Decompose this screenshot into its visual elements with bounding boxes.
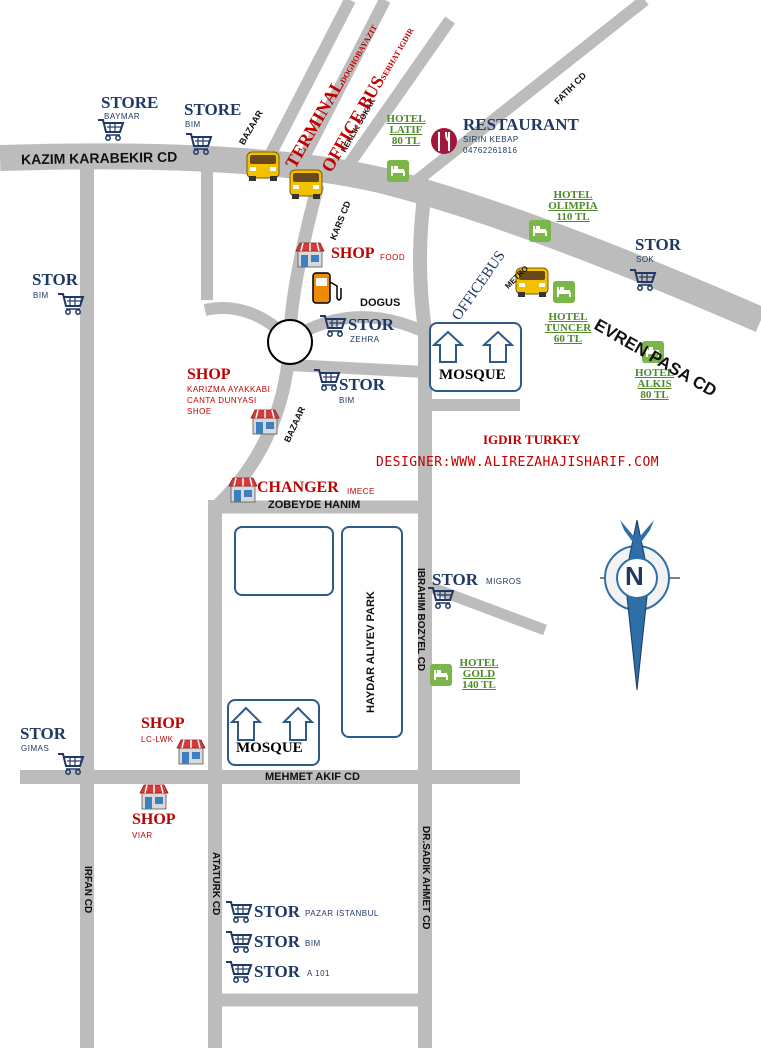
city-block xyxy=(234,526,334,596)
road-label-mehmet: MEHMET AKIF CD xyxy=(265,771,360,783)
cart-icon xyxy=(225,931,252,954)
road-label-ataturk: ATATURK CD xyxy=(210,852,221,916)
shop-sub-viar: VIAR xyxy=(132,831,153,840)
hotel-alkis-name: HOTEL xyxy=(634,367,675,379)
park-block xyxy=(341,526,403,738)
bus-icon xyxy=(289,169,323,200)
store-sub-a101: A 101 xyxy=(307,969,330,978)
store-label-bim-bottom: STOR xyxy=(254,932,300,951)
cart-icon xyxy=(225,961,252,984)
restaurant-label: RESTAURANT xyxy=(463,115,579,134)
shop-sub-karizma-1: KARIZMA AYAKKABI xyxy=(187,385,271,394)
road-label-irfan: IRFAN CD xyxy=(82,866,93,914)
shop-icon xyxy=(228,477,258,503)
shop-label-lcw: SHOP xyxy=(141,715,185,732)
cart-icon xyxy=(57,293,84,316)
store-label-sok: STOR xyxy=(635,235,681,254)
road-label-kazim: KAZIM KARABEKIR CD xyxy=(20,148,178,168)
store-label-migros: STOR xyxy=(432,570,478,589)
store-sub-bim-left: BIM xyxy=(33,291,49,300)
shop-label-food: SHOP xyxy=(331,245,375,262)
store-sub-pazar: PAZAR ISTANBUL xyxy=(305,909,379,918)
shop-sub-lcw: LC-LWK xyxy=(141,735,174,744)
shop-label-viar: SHOP xyxy=(132,811,176,828)
fuel-icon xyxy=(312,272,342,304)
store-sub-zehra: ZEHRA xyxy=(350,335,380,344)
shop-icon xyxy=(176,739,206,765)
hotel-tuncer: HOTEL TUNCER 60 TL xyxy=(538,312,598,345)
store-sub-sok: SOK xyxy=(636,255,655,264)
hotel-olimpia-price: 110 TL xyxy=(556,211,590,223)
hotel-gold: HOTEL GOLD 140 TL xyxy=(455,658,503,691)
designer-credit: DESIGNER:WWW.ALIREZAHAJISHARIF.COM xyxy=(376,455,660,470)
hotel-icon xyxy=(430,664,452,686)
hotel-latif-name: HOTEL xyxy=(386,113,426,125)
hotel-olimpia-name2: OLIMPIA xyxy=(548,200,598,212)
restaurant-icon xyxy=(431,128,457,154)
hotel-olimpia: HOTEL OLIMPIA 110 TL xyxy=(543,190,603,223)
road-label-ibrahim: IBRAHIM BOZYEL CD xyxy=(415,568,426,672)
shop-icon xyxy=(295,242,325,268)
hotel-alkis-name2: ALKIS xyxy=(637,378,672,390)
bus-icon xyxy=(246,151,280,182)
shop-sub-karizma-3: SHOE xyxy=(187,407,212,416)
store-sub-baymar: BAYMAR xyxy=(104,112,141,121)
hotel-alkis-price: 80 TL xyxy=(640,389,669,401)
hotel-olimpia-name: HOTEL xyxy=(553,189,593,201)
road-kazim-evren xyxy=(0,143,761,332)
restaurant-phone: 04762261816 xyxy=(463,146,518,155)
store-label-a101: STOR xyxy=(254,962,300,981)
road-label-sadik: DR.SADIK AHMET CD xyxy=(420,826,431,930)
road-label-zobeyde: ZOBEYDE HANIM xyxy=(268,499,361,511)
road-label-dogus: DOGUS xyxy=(360,297,401,309)
shop-label-karizma: SHOP xyxy=(187,366,231,383)
store-sub-bim-center: BIM xyxy=(339,396,355,405)
hotel-alkis: HOTEL ALKIS 80 TL xyxy=(627,368,682,401)
shop-label-changer: CHANGER xyxy=(257,479,339,496)
store-label-zehra: STOR xyxy=(348,315,394,334)
shop-sub-food: FOOD xyxy=(380,253,406,262)
compass-icon xyxy=(600,519,680,691)
cart-icon xyxy=(313,369,340,392)
store-sub-bim-top: BIM xyxy=(185,120,201,129)
store-label-bim-center: STOR xyxy=(339,375,385,394)
hotel-tuncer-name: HOTEL xyxy=(548,311,588,323)
store-sub-migros: MIGROS xyxy=(486,577,522,586)
mosque-label-top: MOSQUE xyxy=(439,367,506,383)
shop-icon xyxy=(250,409,280,435)
cart-icon xyxy=(225,901,252,924)
compass-north-label: N xyxy=(625,561,644,591)
store-label-gimas: STOR xyxy=(20,724,66,743)
hotel-latif: HOTEL LATIF 80 TL xyxy=(382,114,430,147)
hotel-tuncer-price: 60 TL xyxy=(553,333,583,345)
hotel-latif-name2: LATIF xyxy=(389,124,423,136)
mosque-label-bottom: MOSQUE xyxy=(236,740,303,756)
store-label-bim-top: STORE xyxy=(184,100,242,119)
hotel-gold-price: 140 TL xyxy=(462,679,496,691)
store-label-bim-left: STOR xyxy=(32,270,78,289)
hotel-icon xyxy=(553,281,575,303)
hotel-icon xyxy=(529,220,551,242)
shop-sub-karizma-2: CANTA DUNYASI xyxy=(187,396,257,405)
roundabout xyxy=(267,319,313,365)
store-label-pazar: STOR xyxy=(254,902,300,921)
store-sub-gimas: GIMAS xyxy=(21,744,50,753)
shop-sub-changer: IMECE xyxy=(347,487,375,496)
shop-icon xyxy=(139,784,169,810)
restaurant-name: SIRIN KEBAP xyxy=(463,135,519,144)
hotel-gold-name: HOTEL xyxy=(459,657,499,669)
hotel-tuncer-name2: TUNCER xyxy=(544,322,592,334)
hotel-gold-name2: GOLD xyxy=(462,668,496,680)
cart-icon xyxy=(97,119,124,142)
store-label-baymar: STORE xyxy=(101,93,159,112)
hotel-latif-price: 80 TL xyxy=(391,135,421,147)
hotel-icon xyxy=(387,160,409,182)
map-title: IGDIR TURKEY xyxy=(483,432,581,447)
store-sub-bim-bottom: BIM xyxy=(305,939,321,948)
park-label: HAYDAR ALIYEV PARK xyxy=(365,591,377,713)
